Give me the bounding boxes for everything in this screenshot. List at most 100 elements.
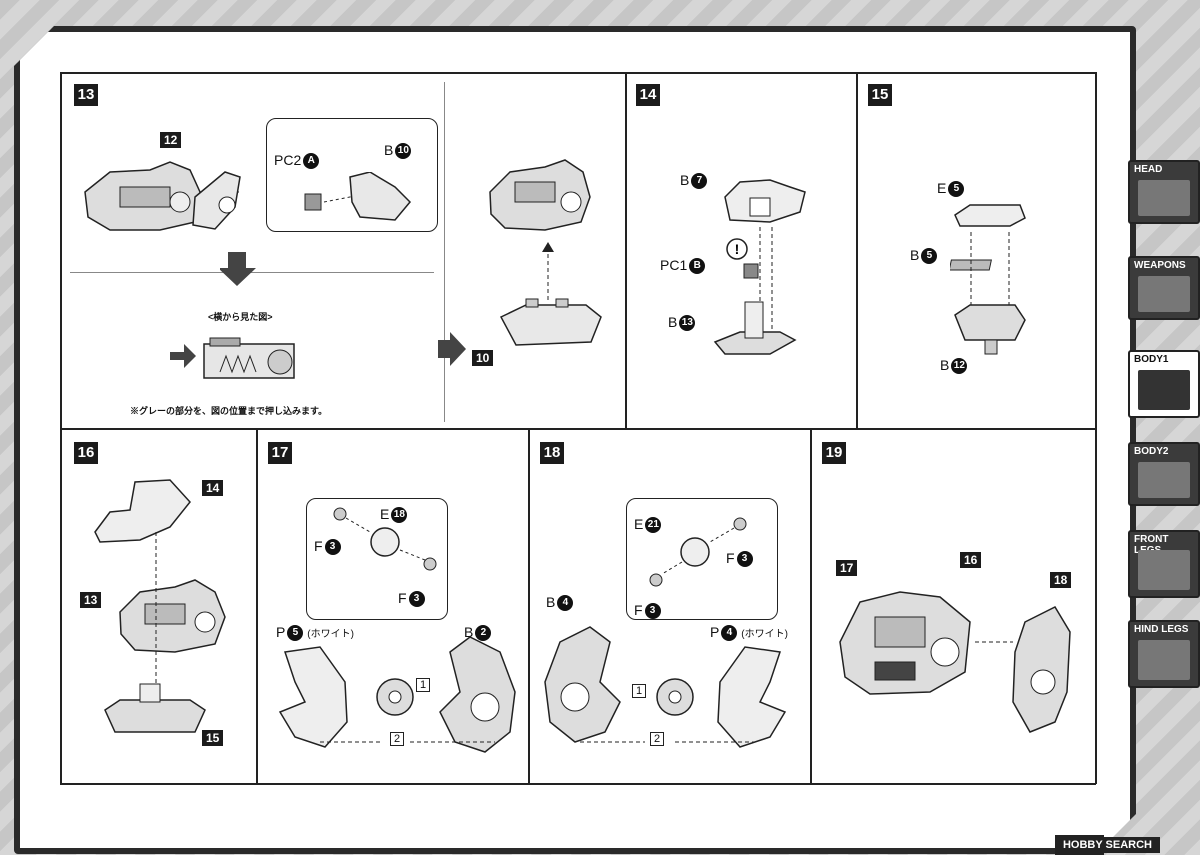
s17-callout-illustration (330, 502, 440, 582)
s19-side-part-illustration (1005, 602, 1075, 742)
col-divider-15 (856, 72, 858, 429)
nav-item-weapons[interactable]: WEAPONS (1128, 256, 1200, 320)
nav-item-body2[interactable]: BODY2 (1128, 442, 1200, 506)
s14-b13-id: 13 (679, 315, 695, 331)
s17-step-1-marker: 1 (416, 678, 430, 692)
s18-p-note: (ホワイト) (741, 629, 788, 640)
s13-callout-box (266, 118, 438, 232)
s18-b-text: B (546, 594, 556, 610)
s16-part-15-tag: 15 (202, 730, 223, 746)
panel-border-top (60, 72, 1096, 74)
s18-step-1-marker: 1 (632, 684, 646, 698)
s18-e-text: E (634, 516, 644, 532)
s17-left-armor-illustration (275, 642, 355, 752)
col-divider-19 (810, 429, 812, 784)
step-18-number: 18 (540, 442, 564, 464)
s15-b5-text: B (910, 247, 920, 263)
s18-b-id: 4 (557, 595, 573, 611)
s16-part-13-tag: 13 (80, 592, 101, 608)
nav-item-hind-legs[interactable]: HIND LEGS (1128, 620, 1200, 688)
s15-e5-text: E (937, 180, 947, 196)
s18-f2-id: 3 (645, 603, 661, 619)
svg-text:!: ! (735, 241, 740, 257)
s16-middle-part-illustration (115, 572, 235, 662)
s13-b-text: B (384, 142, 394, 158)
s18-f1-id: 3 (737, 551, 753, 567)
weapons-thumbnail-icon (1138, 276, 1190, 312)
s14-b7-id: 7 (691, 173, 707, 189)
s13-side-view-label: <横から見た図> (208, 312, 273, 322)
nav-item-head-label: HEAD (1134, 164, 1163, 175)
s18-p-id: 4 (721, 625, 737, 641)
s17-joint-part-illustration (370, 672, 420, 722)
nav-item-body1[interactable]: BODY1 (1128, 350, 1200, 418)
nav-item-weapons-label: WEAPONS (1134, 260, 1186, 271)
step-16-number: 16 (74, 442, 98, 464)
col-divider-18 (528, 429, 530, 784)
s14-pc1-part-illustration (742, 260, 760, 280)
step13-inner-divider (444, 82, 445, 422)
s17-right-frame-illustration (430, 632, 520, 762)
nav-item-hind-legs-label: HIND LEGS (1134, 624, 1189, 635)
s14-bottom-part-illustration (710, 292, 800, 362)
s18-step-2-marker: 2 (650, 732, 664, 746)
s19-guide-line (975, 632, 1015, 652)
s13-down-arrow-icon (220, 250, 260, 290)
nav-item-body1-label: BODY1 (1134, 354, 1169, 365)
nav-item-front-legs[interactable]: FRONT LEGS (1128, 530, 1200, 598)
s18-f1-text: F (726, 550, 735, 566)
s16-part-14-tag: 14 (202, 480, 223, 496)
s13-body-part-illustration (80, 152, 250, 242)
s18-e-id: 21 (645, 517, 661, 533)
s13-note: ※グレーの部分を、図の位置まで押し込みます。 (130, 406, 328, 416)
s13-pc2-text: PC2 (274, 152, 302, 168)
step-15-number: 15 (868, 84, 892, 106)
section-nav: HEAD WEAPONS BODY1 BODY2 FRONT LEGS HIND… (1122, 130, 1200, 800)
s14-b7-text: B (680, 172, 690, 188)
step13-hdivider (70, 272, 434, 273)
s17-f2-text: F (398, 590, 407, 606)
s16-bottom-part-illustration (100, 682, 210, 742)
s15-b12-text: B (940, 357, 950, 373)
body2-thumbnail-icon (1138, 462, 1190, 498)
s16-guide-line (150, 532, 162, 712)
s13-right-arrow-icon (438, 332, 468, 366)
s17-f1-text: F (314, 538, 323, 554)
head-thumbnail-icon (1138, 180, 1190, 216)
nav-item-body2-label: BODY2 (1134, 446, 1169, 457)
s13-assembled-part-illustration (485, 152, 595, 242)
s13-up-arrow-line (538, 242, 558, 302)
s15-guide-lines (965, 232, 1015, 312)
s17-p-text: P (276, 624, 286, 640)
s15-base-part-illustration (950, 300, 1030, 360)
s19-assembled-body-illustration (830, 582, 980, 702)
s17-b-id: 2 (475, 625, 491, 641)
panel-border-bottom (60, 783, 1096, 785)
s17-e-id: 18 (391, 507, 407, 523)
s13-b-id: 10 (395, 143, 411, 159)
s17-f1-id: 3 (325, 539, 341, 555)
nav-item-head[interactable]: HEAD (1128, 160, 1200, 224)
col-divider-17 (256, 429, 258, 784)
s18-p-text: P (710, 624, 720, 640)
s13-side-view-illustration (170, 332, 320, 392)
step-17-number: 17 (268, 442, 292, 464)
s19-part-17-tag: 17 (836, 560, 857, 576)
step-13-number: 13 (74, 84, 98, 106)
s17-step-2-marker: 2 (390, 732, 404, 746)
s18-joint-part-illustration (650, 672, 700, 722)
hind-legs-thumbnail-icon (1138, 640, 1190, 680)
s18-step-2-line (580, 736, 760, 750)
s14-warning-icon: ! (725, 237, 749, 261)
